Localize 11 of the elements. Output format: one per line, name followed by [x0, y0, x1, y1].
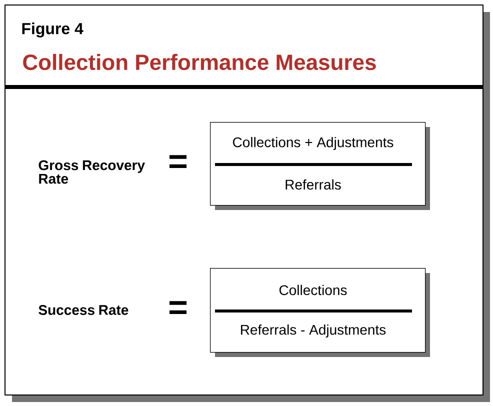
measure-label: Success Rate [38, 305, 128, 315]
measure-label: Gross Recovery Rate [38, 160, 145, 184]
figure-number: Figure 4 [22, 22, 84, 38]
denominator-text: Referrals [286, 179, 341, 190]
numerator-text: Collections + Adjustments [232, 136, 394, 150]
equals-sign: = [169, 301, 187, 314]
fraction-box [210, 122, 430, 210]
fraction-box [210, 268, 430, 357]
figure-title: Collection Performance Measures [23, 54, 376, 70]
numerator-text: Collections [279, 284, 347, 296]
denominator-text: Referrals - Adjustments [241, 324, 386, 338]
